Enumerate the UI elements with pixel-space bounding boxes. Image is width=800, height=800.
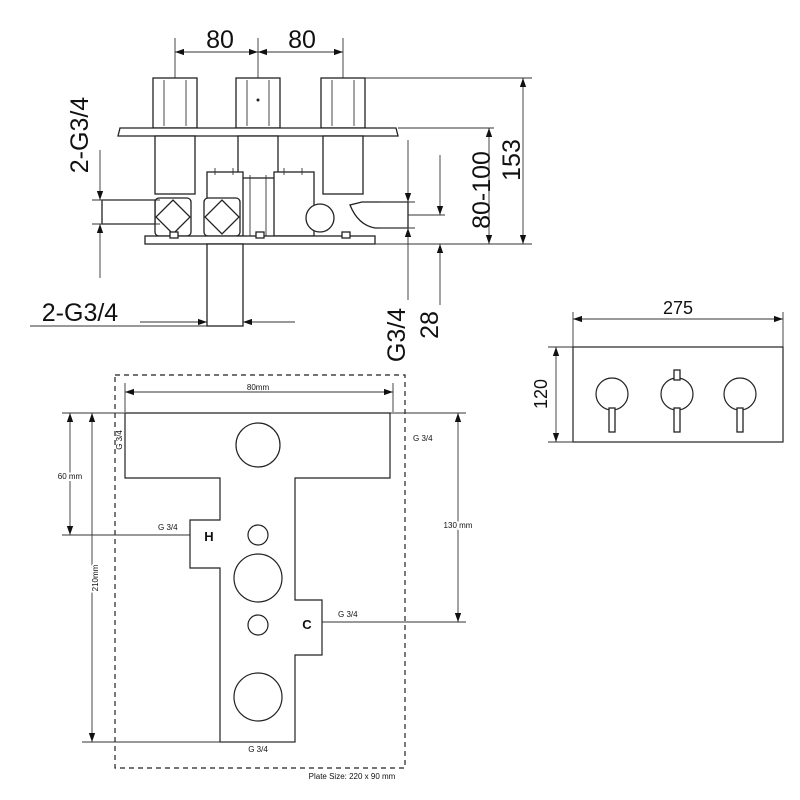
port-label-cold: G 3/4 bbox=[338, 610, 358, 619]
port-bottom bbox=[233, 672, 283, 722]
handle-right bbox=[320, 77, 366, 129]
handle-left bbox=[152, 77, 198, 129]
port-middle bbox=[233, 553, 283, 603]
inlet-fitting-left bbox=[154, 197, 192, 237]
dim-60-label: 60 mm bbox=[58, 472, 83, 481]
depth-range-dimension bbox=[398, 127, 494, 244]
port-label-top-left: G 3/4 bbox=[115, 430, 124, 450]
inlet-fitting-middle bbox=[203, 197, 241, 237]
inlet-side-label: 2-G3/4 bbox=[66, 97, 94, 174]
outlet-offset-label: 28 bbox=[416, 311, 444, 339]
spacing-label-1: 80 bbox=[206, 26, 234, 54]
outlet-ball bbox=[305, 203, 335, 233]
port-top bbox=[235, 422, 281, 468]
cold-label: C bbox=[302, 617, 312, 632]
faceplate-outline bbox=[572, 346, 784, 443]
cartridge-right bbox=[322, 135, 364, 195]
faceplate-view: 275 120 bbox=[531, 298, 784, 443]
faceplate-height-label: 120 bbox=[531, 379, 551, 409]
faceplate-width-label: 275 bbox=[663, 298, 693, 318]
spacing-dimension bbox=[174, 38, 344, 78]
inlet-bottom-label: 2-G3/4 bbox=[42, 299, 119, 327]
side-inlet-pipe bbox=[101, 199, 156, 225]
inlet-side-dimension bbox=[92, 150, 160, 278]
port-label-bottom: G 3/4 bbox=[248, 745, 268, 754]
valve-side-elevation: 80 80 bbox=[30, 26, 532, 362]
valve-body-layout: 80mm H C 60 mm 210mm 130 mm G 3/4 G 3/4 … bbox=[56, 374, 475, 781]
port-small-lower bbox=[247, 614, 269, 636]
outlet-offset-dimension bbox=[408, 155, 445, 305]
handle-middle bbox=[235, 77, 281, 129]
port-small-upper bbox=[247, 524, 269, 546]
depth-range-label: 80-100 bbox=[468, 151, 496, 229]
knob-left bbox=[595, 377, 629, 433]
outlet-label: G3/4 bbox=[383, 308, 411, 362]
port-label-top-right: G 3/4 bbox=[413, 434, 433, 443]
dim-130-label: 130 mm bbox=[444, 521, 473, 530]
valve-body-outline bbox=[124, 412, 391, 743]
dim-210-label: 210mm bbox=[91, 564, 100, 591]
top-width-label: 80mm bbox=[247, 383, 270, 392]
plate-outline bbox=[114, 374, 406, 769]
bottom-inlet-pipe bbox=[206, 243, 244, 327]
knob-right bbox=[723, 377, 757, 433]
total-height-label: 153 bbox=[498, 139, 526, 181]
spacing-label-2: 80 bbox=[288, 26, 316, 54]
cartridge-middle bbox=[237, 135, 279, 179]
outlet-dimension bbox=[380, 140, 415, 300]
cover-plate bbox=[117, 127, 399, 137]
inlet-bottom-dimension bbox=[30, 318, 295, 327]
port-label-hot: G 3/4 bbox=[158, 523, 178, 532]
total-height-dimension bbox=[365, 77, 532, 245]
hot-label: H bbox=[204, 529, 213, 544]
cartridge-left bbox=[154, 135, 196, 195]
knob-middle bbox=[660, 369, 694, 433]
plate-size-label: Plate Size: 220 x 90 mm bbox=[309, 772, 396, 781]
outlet-elbow bbox=[349, 201, 409, 229]
